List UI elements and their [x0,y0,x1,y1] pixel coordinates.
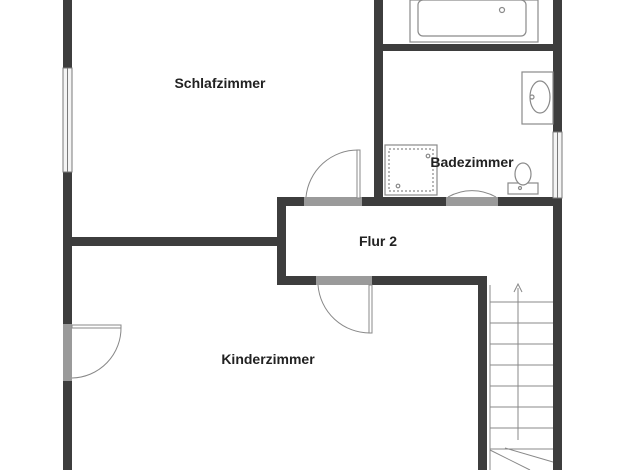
doors [63,149,498,381]
wall-bedroom-bottom [72,237,282,246]
bathtub [409,0,539,43]
stair-arrow-head [513,282,523,293]
staircase [489,282,554,470]
label-kinderzimmer: Kinderzimmer [221,351,315,367]
door-kinderzimmer-leaf [368,284,373,334]
outer-wall-right [553,0,562,470]
bathroom-fixtures [384,0,554,196]
outer-wall-left [63,0,72,470]
wall-bath-divider [383,44,553,51]
label-schlafzimmer: Schlafzimmer [174,75,266,91]
door-bathroom [446,190,498,206]
windows [62,67,563,199]
door-bedroom-swing [305,149,359,198]
door-kinderzimmer [316,276,373,334]
door-kinderzimmer-swing [317,284,371,334]
shower [384,144,438,196]
door-left-wall [63,324,122,381]
door-left-wall-leaf [71,324,122,329]
door-left-wall-swing [71,326,122,379]
door-left-wall-frame [63,324,72,381]
door-bedroom [304,149,362,206]
washbasin [521,71,554,125]
wall-bathroom-left [374,0,383,206]
label-badezimmer: Badezimmer [430,154,514,170]
walls [63,0,562,470]
door-bathroom-swing [447,190,497,198]
label-flur: Flur 2 [359,233,397,249]
room-labels: Schlafzimmer Badezimmer Flur 2 Kinderzim… [174,75,514,367]
door-bedroom-leaf [356,149,361,199]
door-bathroom-frame [446,197,498,206]
wall-stair-left [478,276,487,470]
wall-corridor-top [277,197,562,206]
wall-corridor-left-upper [277,200,286,247]
toilet [507,162,539,195]
door-bedroom-frame [304,197,362,206]
wall-corridor-left-lower [277,237,286,285]
wall-corridor-bottom [277,276,487,285]
door-kinderzimmer-frame [316,276,372,285]
stair-treads [489,301,554,470]
